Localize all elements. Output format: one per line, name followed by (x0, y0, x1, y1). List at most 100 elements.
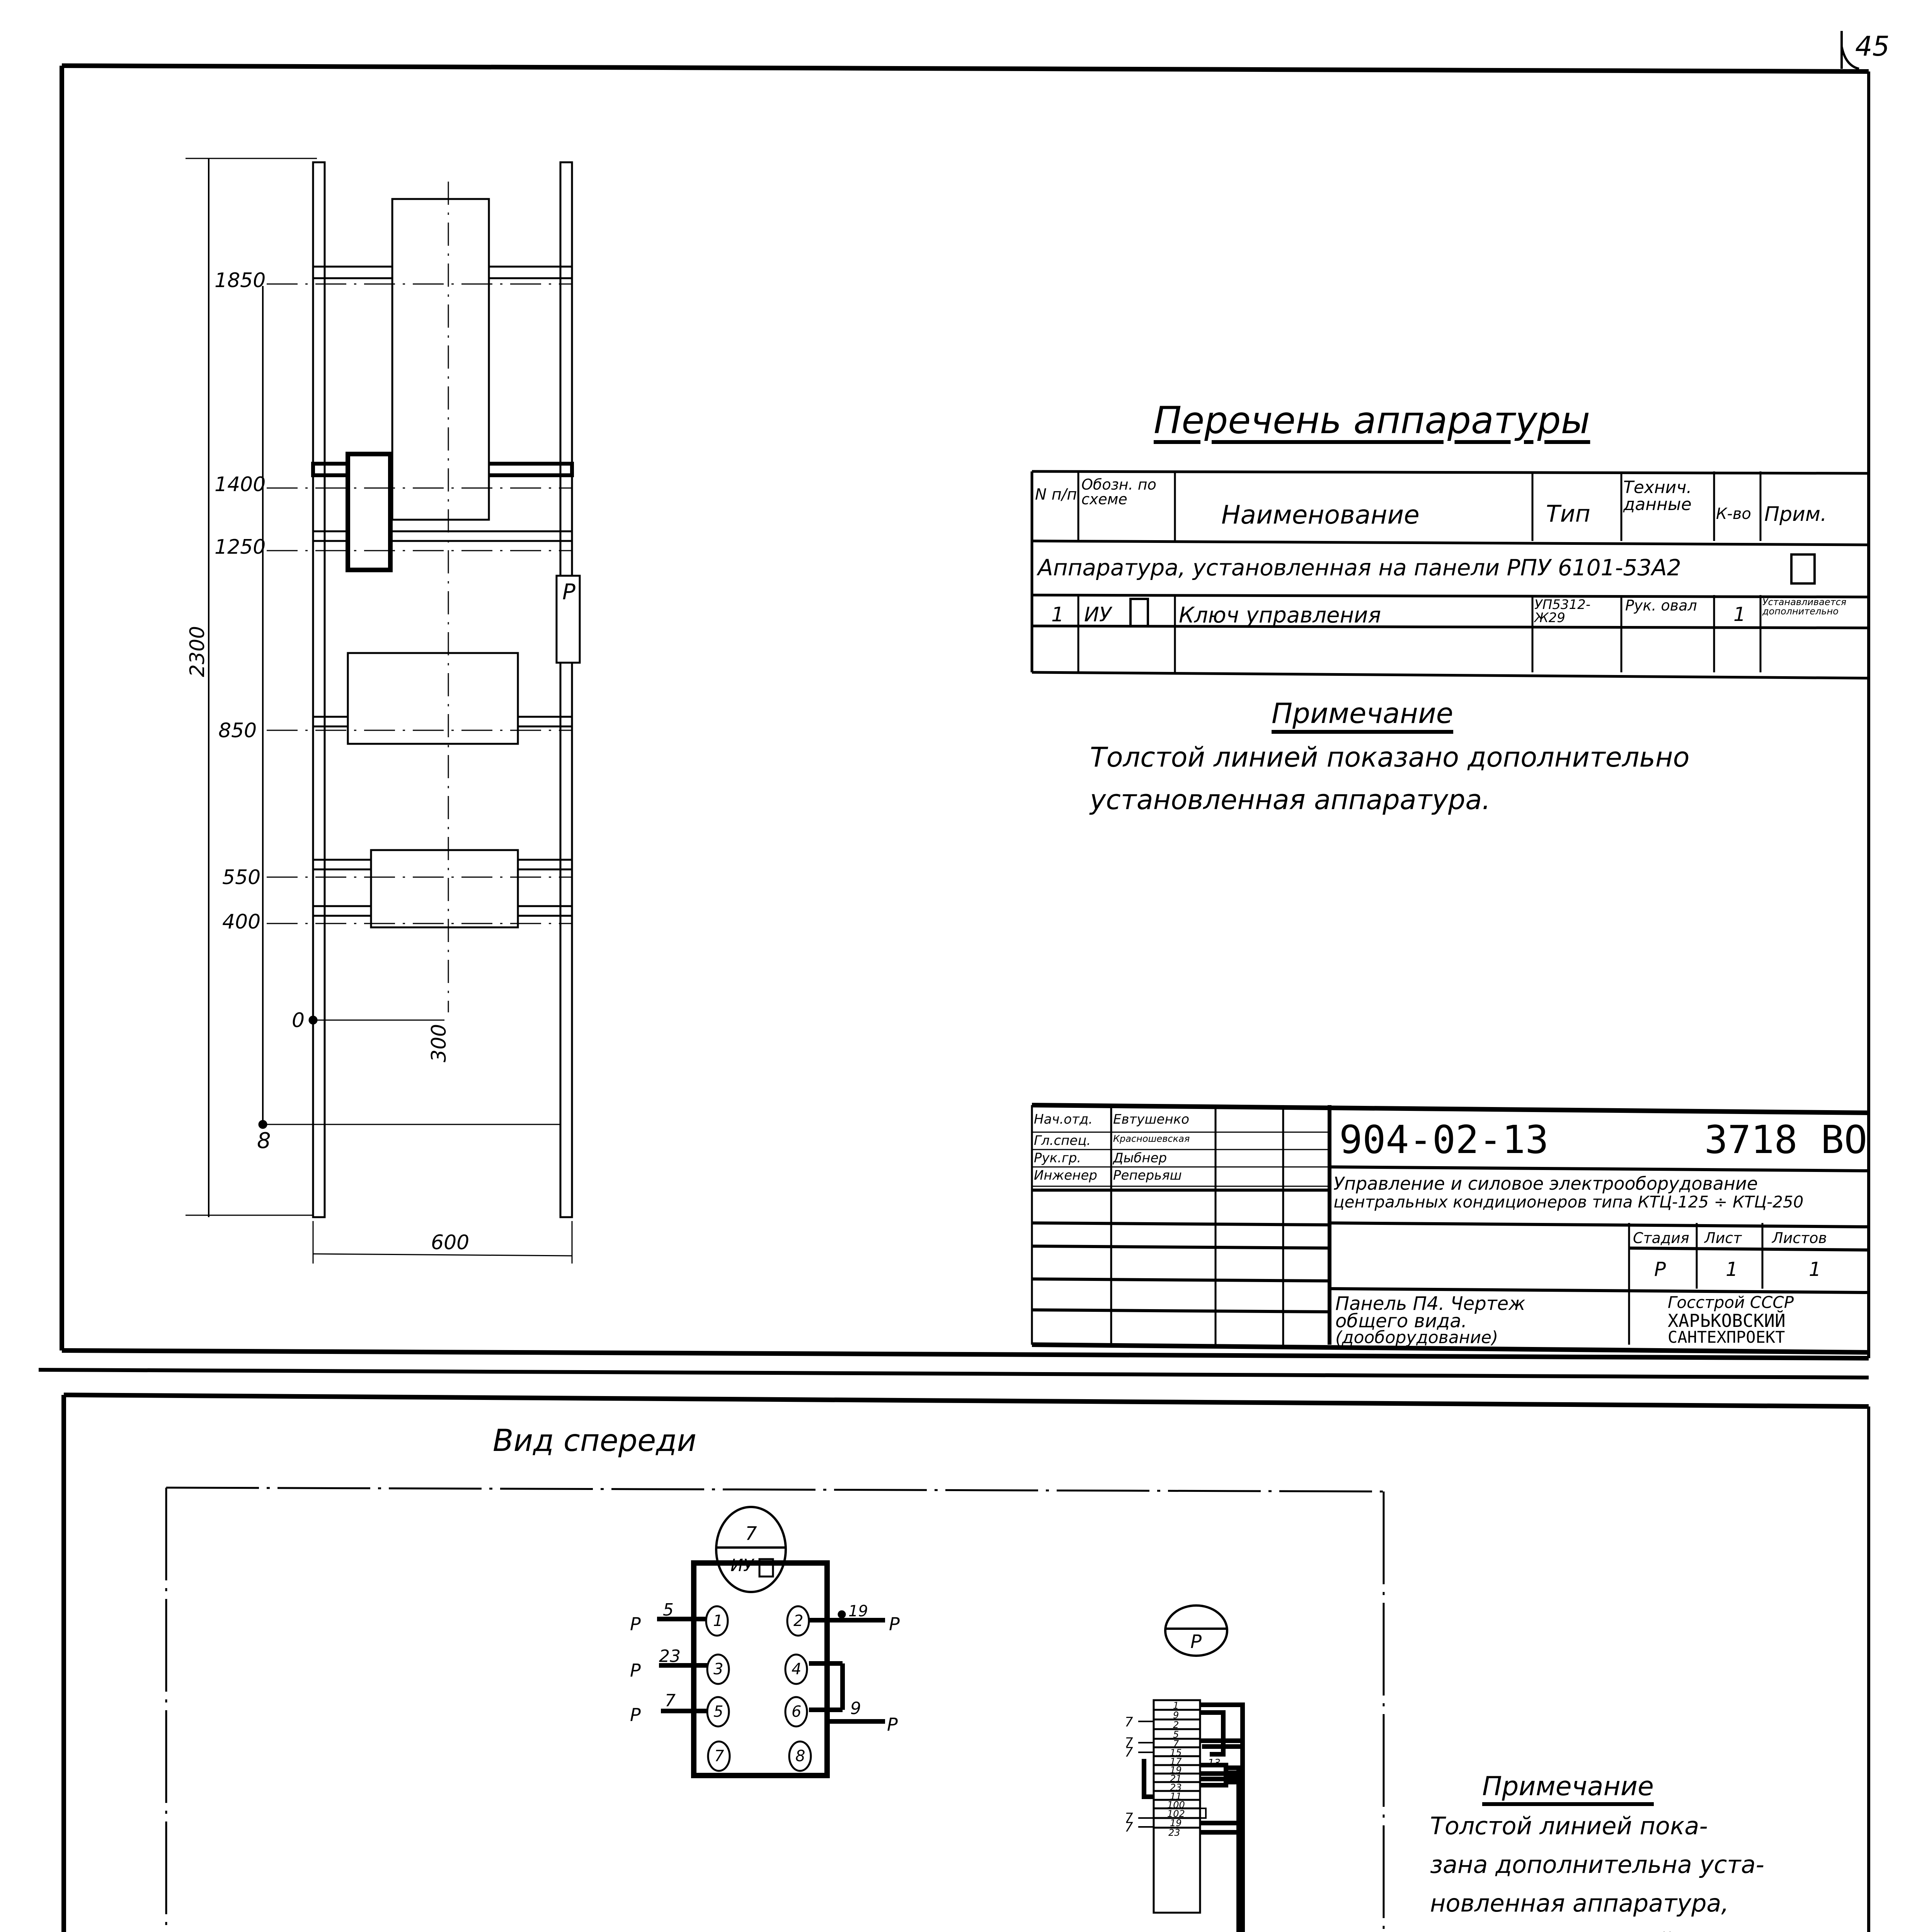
note1-line-2: установленная аппаратура. (1090, 784, 1491, 816)
dim-1250: 1250 (215, 536, 266, 559)
tb1-drawing-name-3: (дооборудование) (1335, 1328, 1498, 1347)
tb1-name-0: Евтушенко (1113, 1112, 1190, 1127)
switch-pin-1: 1 (713, 1612, 723, 1630)
terminal: 23 (1168, 1827, 1180, 1838)
front-view-title: Вид спереди (493, 1423, 696, 1458)
terminal: 21 (1170, 1773, 1182, 1784)
dim-2300: 2300 (186, 626, 209, 677)
switch-pin-7: 7 (714, 1747, 724, 1765)
dim-origin: 0 (292, 1009, 305, 1032)
note2-title: Примечание (1482, 1771, 1654, 1802)
terminal: 100 (1167, 1799, 1185, 1810)
wire-6-dest: Р (887, 1714, 898, 1735)
tb1-project-1: Управление и силовое электрооборудование (1333, 1173, 1758, 1194)
row-number: 1 (1051, 603, 1064, 626)
tb1-role-1: Гл.спец. (1034, 1133, 1091, 1148)
wire-2-dest: Р (889, 1614, 900, 1634)
tb1-role-3: Инженер (1034, 1168, 1097, 1183)
terminal-left-mark: 7 (1125, 1745, 1133, 1760)
tb1-stage-h: Стадия (1633, 1230, 1689, 1247)
tb1-org-1: Госстрой СССР (1668, 1293, 1794, 1312)
tb1-sheet-v: 1 (1726, 1258, 1738, 1281)
tb1-org-2: ХАРЬКОВСКИЙ (1668, 1310, 1786, 1331)
dim-400: 400 (222, 910, 261, 934)
equipment-table-lines (1030, 470, 1869, 680)
terminal-side-label: 13 (1208, 1757, 1221, 1769)
th-name: Наименование (1221, 500, 1420, 530)
switch-bubble-bottom: ИУ (730, 1556, 754, 1575)
tb1-sheet-h: Лист (1704, 1230, 1742, 1247)
tb1-drawing-name-1: Панель П4. Чертеж (1335, 1293, 1525, 1315)
wire-5-dest: Р (630, 1704, 641, 1725)
relay-label: Р (562, 580, 575, 605)
equipment-list-title: Перечень аппаратуры (1154, 399, 1590, 442)
terminal: 17 (1170, 1756, 1182, 1767)
row-tech: Рук. овал (1625, 597, 1697, 614)
switch-pin-6: 6 (792, 1703, 802, 1721)
switch-bubble-top: 7 (745, 1523, 757, 1544)
tb1-sheets-h: Листов (1772, 1230, 1827, 1247)
switch-pin-3: 3 (713, 1660, 724, 1678)
tb1-stage-v: Р (1654, 1258, 1666, 1281)
th-designation: Обозн. по схеме (1081, 476, 1156, 508)
sheet2-frame (61, 1393, 1870, 1932)
tb1-project-2: центральных кондиционеров типа КТЦ-125 ÷… (1333, 1192, 1804, 1211)
row-note: Устанавливается дополнительно (1762, 597, 1847, 617)
dim-550: 550 (222, 866, 261, 889)
dim-850: 850 (218, 719, 257, 742)
switch-pin-8: 8 (795, 1747, 805, 1765)
terminal: 23 (1170, 1782, 1182, 1793)
sheet1-frame (60, 63, 1870, 1361)
dim-1850: 1850 (215, 269, 266, 292)
tb1-sheet-code: 3718 ВО (1704, 1117, 1868, 1162)
wire-1-number: 5 (663, 1600, 674, 1620)
terminal-left-mark: 7 (1125, 1714, 1133, 1730)
terminal: 5 (1173, 1729, 1179, 1740)
terminal-left-mark: 7 (1125, 1810, 1133, 1826)
switch-pin-4: 4 (792, 1660, 802, 1678)
tb1-name-1: Красношевская (1113, 1133, 1190, 1144)
terminal: 9 (1173, 1710, 1179, 1721)
row-qty: 1 (1733, 603, 1746, 626)
terminal: 19 (1170, 1818, 1182, 1828)
tb1-sheets-v: 1 (1809, 1258, 1821, 1281)
switch-pin-2: 2 (793, 1612, 804, 1630)
terminal: 15 (1170, 1747, 1182, 1758)
th-qty: К-во (1716, 505, 1751, 523)
tb1-role-2: Рук.гр. (1034, 1150, 1081, 1166)
th-number: N п/п (1035, 486, 1077, 503)
switch-pin-5: 5 (713, 1703, 724, 1721)
terminal: 7 (1173, 1738, 1179, 1749)
row-type: УП5312-Ж29 (1534, 597, 1591, 626)
note2-line-3: новленная аппаратура, (1430, 1889, 1729, 1917)
note2-line-4: маркировка на рейке и (1430, 1930, 1725, 1932)
th-type: Тип (1546, 500, 1590, 527)
tb1-org-3: САНТЕХПРОЕКТ (1668, 1328, 1785, 1347)
terminal-left-mark: 7 (1125, 1735, 1133, 1750)
wire-3-dest: Р (630, 1660, 641, 1681)
wire-1-dest: Р (630, 1614, 641, 1634)
front-view-outline (165, 1486, 1385, 1932)
terminal: 11 (1170, 1791, 1182, 1802)
tb1-name-2: Дыбнер (1113, 1150, 1167, 1166)
tb1-name-3: Реперьяш (1113, 1168, 1182, 1183)
row-name: Ключ управления (1179, 603, 1381, 628)
title-block-1-lines (1031, 1103, 1869, 1355)
terminal: 102 (1167, 1808, 1185, 1819)
tb1-drawing-name-2: общего вида. (1335, 1310, 1467, 1332)
note1-line-1: Толстой линией показано дополнительно (1090, 742, 1690, 773)
th-note: Прим. (1764, 503, 1827, 526)
th-tech: Технич. данные (1623, 478, 1692, 514)
row-designation: ИУ (1084, 603, 1112, 626)
terminal: 19 (1170, 1765, 1182, 1776)
dim-point-8: 8 (257, 1128, 271, 1153)
terminal-left-mark: 7 (1125, 1820, 1133, 1835)
note2-line-2: зана дополнительна уста- (1430, 1850, 1764, 1879)
tb1-role-0: Нач.отд. (1034, 1112, 1093, 1127)
terminal: 1 (1173, 1700, 1179, 1711)
wire-2-number: 19 (848, 1602, 868, 1620)
terminal-bubble-label: Р (1190, 1631, 1202, 1653)
note1-title: Примечание (1272, 697, 1454, 730)
terminal: 2 (1173, 1719, 1179, 1730)
